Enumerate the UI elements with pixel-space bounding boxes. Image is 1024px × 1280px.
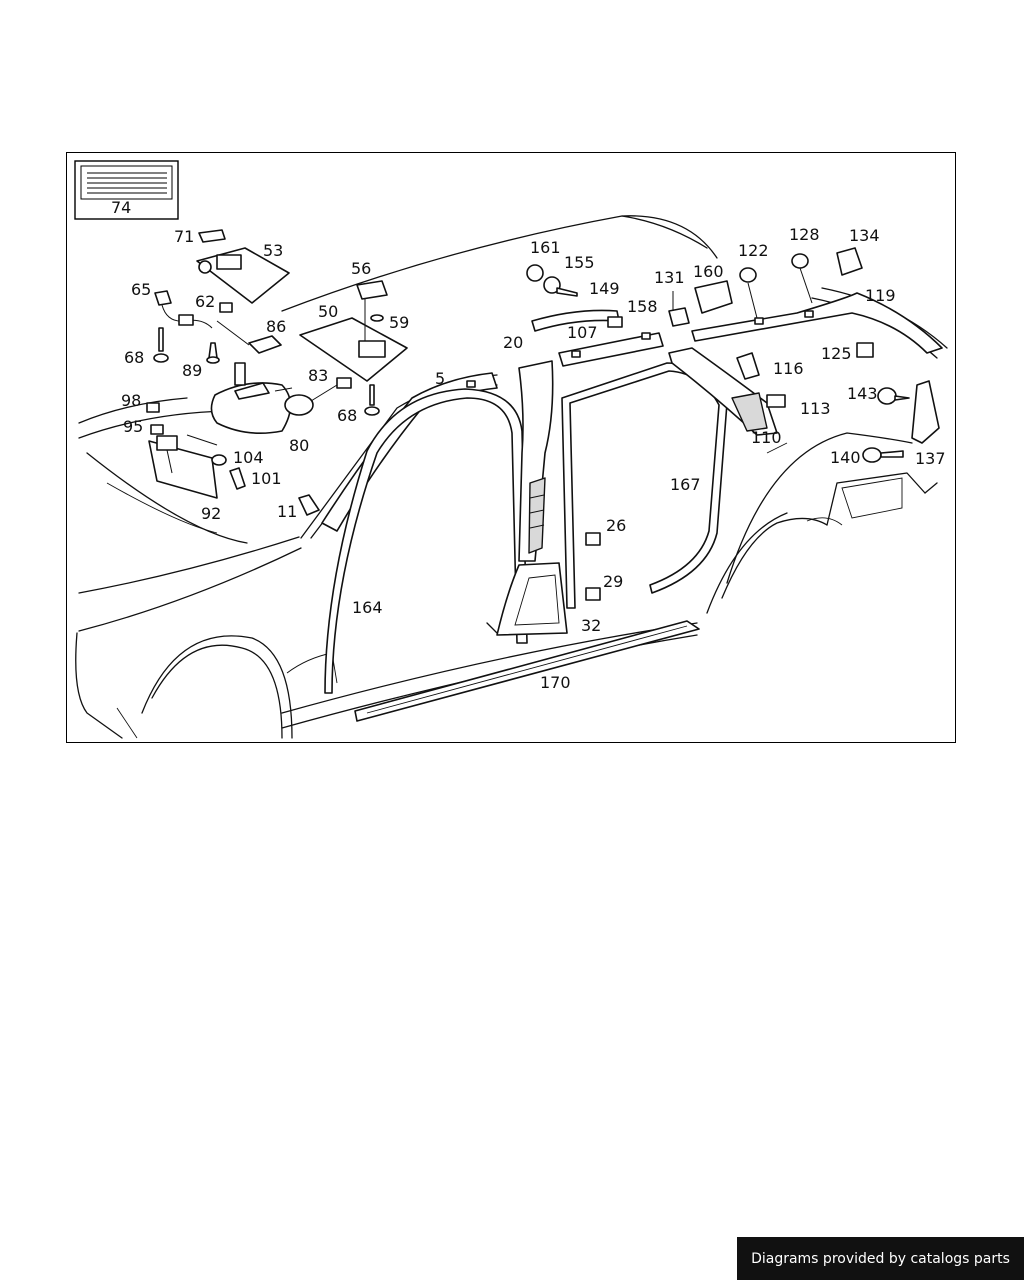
label-167: 167 bbox=[670, 475, 701, 494]
label-26: 26 bbox=[606, 516, 626, 535]
label-62: 62 bbox=[195, 292, 215, 311]
label-122: 122 bbox=[738, 241, 769, 260]
bracket-131 bbox=[668, 291, 690, 327]
roof-rail-trim-119 bbox=[691, 292, 943, 354]
label-71: 71 bbox=[174, 227, 194, 246]
bolt-101 bbox=[229, 467, 246, 490]
label-98: 98 bbox=[121, 391, 141, 410]
clip-26 bbox=[585, 532, 601, 546]
label-119: 119 bbox=[865, 286, 896, 305]
label-125: 125 bbox=[821, 344, 852, 363]
label-53: 53 bbox=[263, 241, 283, 260]
clip-158 bbox=[607, 316, 623, 328]
credit-text: Diagrams provided by catalogs parts bbox=[751, 1250, 1010, 1267]
label-107: 107 bbox=[567, 323, 598, 342]
door-seal-164 bbox=[324, 388, 528, 694]
label-155: 155 bbox=[564, 253, 595, 272]
screw-68-right bbox=[364, 384, 380, 416]
sun-visor-left bbox=[196, 247, 290, 304]
handle-161 bbox=[526, 264, 544, 282]
screw-155 bbox=[543, 276, 578, 297]
visor-mount-65 bbox=[154, 290, 213, 329]
bulb-59 bbox=[370, 314, 384, 322]
label-32: 32 bbox=[581, 616, 601, 635]
clip-95 bbox=[150, 424, 164, 435]
label-80: 80 bbox=[289, 436, 309, 455]
label-170: 170 bbox=[540, 673, 571, 692]
label-95: 95 bbox=[123, 417, 143, 436]
screw-140 bbox=[862, 447, 904, 463]
rearview-mirror-80 bbox=[210, 362, 292, 435]
clip-125 bbox=[856, 342, 874, 358]
label-83: 83 bbox=[308, 366, 328, 385]
b-pillar-trim-20 bbox=[518, 360, 554, 562]
label-20: 20 bbox=[503, 333, 523, 352]
label-89: 89 bbox=[182, 361, 202, 380]
sill-trim-170 bbox=[354, 620, 700, 722]
screw-68-left bbox=[153, 327, 169, 363]
car-body-outline bbox=[75, 215, 948, 739]
clip-128 bbox=[791, 253, 813, 304]
part-labels: 71 53 65 62 86 68 89 56 50 59 83 68 98 9… bbox=[121, 225, 946, 692]
label-29: 29 bbox=[603, 572, 623, 591]
label-164: 164 bbox=[352, 598, 383, 617]
vanity-mirror-56 bbox=[356, 280, 388, 341]
label-59: 59 bbox=[389, 313, 409, 332]
sun-visor-right bbox=[299, 317, 408, 382]
label-110: 110 bbox=[751, 428, 782, 447]
label-56: 56 bbox=[351, 259, 371, 278]
clip-113 bbox=[766, 394, 786, 408]
label-104: 104 bbox=[233, 448, 264, 467]
credit-banner: Diagrams provided by catalogs parts bbox=[737, 1237, 1024, 1280]
switch-86 bbox=[216, 320, 282, 354]
label-11: 11 bbox=[277, 502, 297, 521]
trim-110 bbox=[668, 347, 778, 436]
label-92: 92 bbox=[201, 504, 221, 523]
label-86: 86 bbox=[266, 317, 286, 336]
legend-box-label: 74 bbox=[111, 198, 131, 217]
mirror-cover-83 bbox=[274, 377, 352, 416]
label-160: 160 bbox=[693, 262, 724, 281]
label-161: 161 bbox=[530, 238, 561, 257]
label-50: 50 bbox=[318, 302, 338, 321]
label-131: 131 bbox=[654, 268, 685, 287]
clip-116 bbox=[736, 352, 760, 380]
label-149: 149 bbox=[589, 279, 620, 298]
b-pillar-lower-32 bbox=[496, 562, 568, 636]
washer-104 bbox=[211, 454, 227, 466]
label-116: 116 bbox=[773, 359, 804, 378]
trim-strip-107 bbox=[558, 332, 664, 367]
label-158: 158 bbox=[627, 297, 658, 316]
clip-29 bbox=[585, 587, 601, 601]
label-68-right: 68 bbox=[337, 406, 357, 425]
clip-122 bbox=[739, 267, 758, 319]
label-143: 143 bbox=[847, 384, 878, 403]
screw-89 bbox=[206, 342, 220, 364]
label-65: 65 bbox=[131, 280, 151, 299]
trim-137 bbox=[911, 380, 940, 444]
label-137: 137 bbox=[915, 449, 946, 468]
label-101: 101 bbox=[251, 469, 282, 488]
screw-143 bbox=[877, 387, 910, 405]
door-seal-167 bbox=[561, 362, 728, 609]
label-68-left: 68 bbox=[124, 348, 144, 367]
label-128: 128 bbox=[789, 225, 820, 244]
clip-134 bbox=[836, 247, 863, 276]
label-134: 134 bbox=[849, 226, 880, 245]
parts-diagram: 74 bbox=[66, 152, 956, 743]
clip-62 bbox=[219, 302, 233, 313]
bracket-160 bbox=[694, 280, 733, 314]
visor-clip-71 bbox=[198, 229, 226, 243]
label-140: 140 bbox=[830, 448, 861, 467]
clip-98 bbox=[146, 402, 160, 413]
clip-11 bbox=[298, 494, 320, 516]
label-5: 5 bbox=[435, 369, 445, 388]
interior-mirror-92 bbox=[148, 434, 218, 499]
label-113: 113 bbox=[800, 399, 831, 418]
legend-box: 74 bbox=[74, 160, 179, 220]
